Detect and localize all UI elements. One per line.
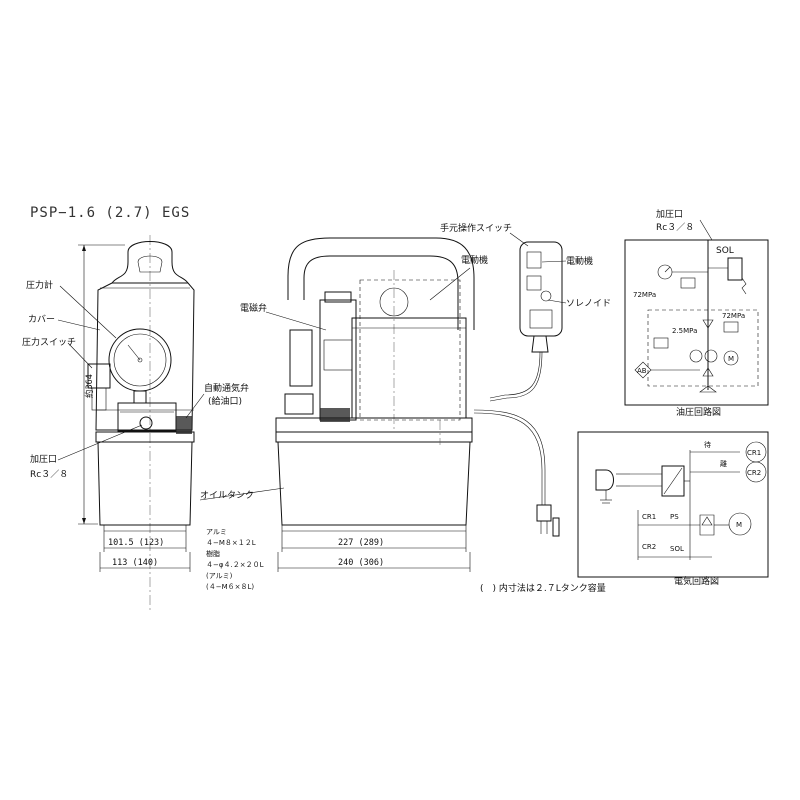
svg-text:M: M xyxy=(736,521,742,529)
bolt-notes: アルミ ４−M８×１２L 樹脂 ４−φ４.２×２０L (アルミ) (４−M６×８… xyxy=(206,528,264,591)
label-solenoid-valve: 電磁弁 xyxy=(240,302,267,314)
svg-text:SOL: SOL xyxy=(670,545,684,553)
svg-text:アルミ: アルミ xyxy=(206,528,227,536)
side-air-vent-icon xyxy=(320,408,350,422)
label-remote-motor: 電動機 xyxy=(566,255,593,267)
hydraulic-title: 油圧回路図 xyxy=(676,406,721,418)
svg-text:72MPa: 72MPa xyxy=(722,312,745,320)
label-remote-switch: 手元操作スイッチ xyxy=(440,222,512,234)
label-air-vent: 自動通気弁 xyxy=(204,382,249,394)
front-dimensions: 約364 101.5 (123) 113 (140) xyxy=(78,244,191,572)
svg-text:72MPa: 72MPa xyxy=(633,291,656,299)
svg-text:Rc３／８: Rc３／８ xyxy=(656,222,694,233)
svg-text:離: 離 xyxy=(720,459,727,468)
remote-switch xyxy=(473,241,563,537)
svg-text:(４−M６×８L): (４−M６×８L) xyxy=(206,583,254,591)
dim-inner-length: 227 (289) xyxy=(338,538,384,548)
svg-text:待: 待 xyxy=(704,440,711,449)
label-port: 加圧口 xyxy=(30,454,57,465)
side-view xyxy=(275,237,475,532)
svg-text:CR1: CR1 xyxy=(642,513,656,521)
front-view xyxy=(87,235,195,612)
svg-text:４−φ４.２×２０L: ４−φ４.２×２０L xyxy=(206,561,264,569)
electric-circuit: 待 離 CR1 CR2 CR1 PS M CR2 SOL 電気回路図 xyxy=(577,431,769,587)
svg-text:樹脂: 樹脂 xyxy=(206,549,220,558)
svg-text:AB: AB xyxy=(637,367,647,375)
svg-text:2.5MPa: 2.5MPa xyxy=(672,327,697,335)
svg-text:CR2: CR2 xyxy=(642,543,656,551)
dim-outer-width: 113 (140) xyxy=(112,558,158,568)
electric-title: 電気回路図 xyxy=(674,575,719,587)
svg-text:加圧口: 加圧口 xyxy=(656,209,683,220)
air-vent-icon xyxy=(176,416,192,434)
label-port-thread: Rc３／８ xyxy=(30,469,68,480)
svg-text:M: M xyxy=(728,355,734,363)
label-oil-tank: オイルタンク xyxy=(200,490,254,501)
label-cover: カバー xyxy=(28,314,55,325)
label-gauge: 圧力計 xyxy=(26,279,53,291)
drawing-title: PSP−1.6 (2.7) EGS xyxy=(30,205,190,221)
svg-text:SOL: SOL xyxy=(716,246,734,256)
hydraulic-circuit: 加圧口 Rc３／８ SOL 72MPa 2.5MPa 72MPa M AB xyxy=(624,209,769,418)
dim-inner-width: 101.5 (123) xyxy=(108,538,164,548)
dim-height: 約364 xyxy=(84,374,95,398)
pressure-gauge-icon xyxy=(108,328,172,404)
label-air-vent-sub: (給油口) xyxy=(208,395,242,407)
label-remote-solenoid: ソレノイド xyxy=(566,299,611,309)
dim-outer-length: 240 (306) xyxy=(338,558,384,568)
svg-text:４−M８×１２L: ４−M８×１２L xyxy=(206,539,256,547)
svg-text:CR1: CR1 xyxy=(747,449,761,457)
footnote: ( ) 内寸法は２.７Lタンク容量 xyxy=(480,582,606,594)
svg-text:PS: PS xyxy=(670,513,679,521)
label-motor: 電動機 xyxy=(461,254,488,266)
label-pressure-switch: 圧力スイッチ xyxy=(22,336,76,348)
svg-text:CR2: CR2 xyxy=(747,469,761,477)
side-dimensions: 227 (289) 240 (306) xyxy=(277,531,471,572)
svg-text:(アルミ): (アルミ) xyxy=(206,572,233,580)
